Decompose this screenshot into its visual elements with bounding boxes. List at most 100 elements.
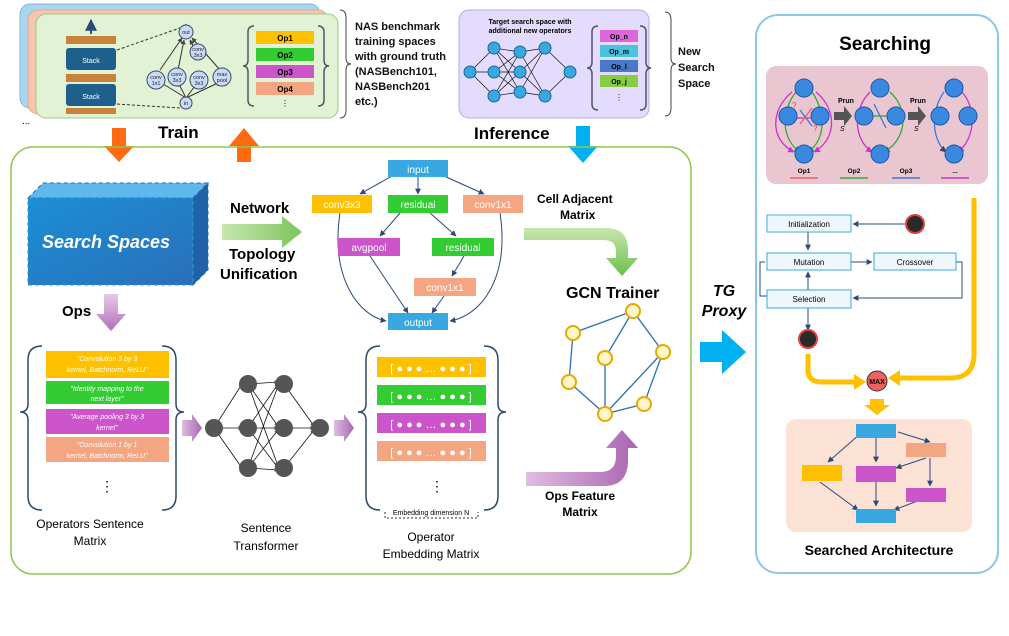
svg-text:Prun: Prun: [838, 98, 854, 105]
svg-text:Op2: Op2: [848, 168, 861, 175]
svg-text:1x1: 1x1: [152, 81, 161, 87]
svg-text:⋮: ⋮: [430, 478, 444, 494]
svg-text:Op3: Op3: [900, 168, 913, 175]
svg-text:[ ● ● ● … ● ● ● ]: [ ● ● ● … ● ● ● ]: [390, 363, 471, 375]
svg-text:Network: Network: [230, 200, 290, 217]
svg-text:"Identity mapping to the: "Identity mapping to the: [70, 386, 143, 393]
svg-text:S: S: [840, 126, 845, 133]
svg-text:3x3: 3x3: [194, 53, 203, 59]
svg-text:Unification: Unification: [220, 266, 298, 283]
svg-text:Searched Architecture: Searched Architecture: [805, 542, 954, 558]
svg-text:⋮: ⋮: [281, 99, 289, 108]
evolution-flow: Initialization Mutation Crossover Select…: [759, 214, 963, 349]
searching-panel: [755, 14, 999, 574]
operator-embedding-matrix: [ ● ● ● … ● ● ● ] [ ● ● ● … ● ● ● ] [ ● …: [357, 345, 507, 561]
svg-text:Matrix: Matrix: [562, 505, 598, 519]
max-merge: MAX: [805, 198, 977, 415]
svg-text:Op_m: Op_m: [609, 49, 629, 56]
svg-text:S: S: [914, 126, 919, 133]
ops-arrow: Ops: [62, 294, 126, 331]
svg-text:"Convolution 1 by 1: "Convolution 1 by 1: [77, 442, 138, 449]
svg-text:"Convolution 3 by 3: "Convolution 3 by 3: [77, 356, 138, 363]
topology-arrow: Network Topology Unification: [220, 200, 302, 283]
svg-text:Sentence: Sentence: [241, 521, 292, 535]
gcn-graph: [561, 303, 671, 422]
op1-chip: [256, 31, 314, 44]
svg-text:3x3: 3x3: [173, 78, 182, 84]
unified-cell-graph: input conv3x3 residual conv1x1 avgpool r…: [312, 160, 523, 330]
svg-text:etc.): etc.): [355, 96, 378, 108]
train-arrows: Train: [104, 123, 259, 162]
to-transformer-arrow: [182, 414, 202, 442]
main-panel: [10, 146, 692, 575]
svg-text:kernel": kernel": [96, 425, 118, 432]
svg-text:Stack: Stack: [82, 58, 100, 65]
cell-graph: out in conv3x3 conv1x1 conv3x3 conv3x3 m…: [146, 23, 232, 110]
svg-text:Stack: Stack: [82, 94, 100, 101]
stack-ellipsis: ...: [22, 116, 30, 127]
svg-text:?: ?: [813, 124, 818, 133]
svg-text:...: ...: [952, 168, 958, 175]
svg-text:(NASBench101,: (NASBench101,: [355, 66, 437, 78]
svg-text:NASBench201: NASBench201: [355, 81, 430, 93]
svg-text:out: out: [182, 30, 190, 36]
svg-text:next layer": next layer": [91, 396, 124, 403]
svg-text:Op4: Op4: [277, 85, 293, 94]
train-label: Train: [158, 123, 199, 142]
svg-text:[ ● ● ● … ● ● ● ]: [ ● ● ● … ● ● ● ]: [390, 419, 471, 431]
svg-text:Prun: Prun: [910, 98, 926, 105]
svg-text:conv1x1: conv1x1: [426, 283, 464, 294]
svg-text:pool: pool: [217, 78, 227, 84]
svg-text:Cell Adjacent: Cell Adjacent: [537, 192, 613, 206]
sentence-transformer: Sentence Transformer: [205, 375, 329, 553]
gcn-trainer-label: GCN Trainer: [566, 285, 659, 302]
svg-text:Matrix: Matrix: [74, 534, 107, 548]
svg-text:"Average pooling 3 by 3: "Average pooling 3 by 3: [70, 414, 144, 421]
svg-text:Ops Feature: Ops Feature: [545, 489, 615, 503]
new-search-space-panel: Target search space with additional new …: [458, 9, 652, 119]
svg-text:in: in: [184, 101, 188, 107]
svg-text:Op1: Op1: [277, 34, 293, 43]
stack-block: [66, 48, 116, 70]
svg-text:Proxy: Proxy: [702, 303, 748, 320]
svg-text:Space: Space: [678, 78, 710, 90]
nas-benchmark-group: Stack Stack out in conv3x3 conv1x1: [19, 3, 339, 127]
svg-text:Op1: Op1: [798, 168, 811, 175]
svg-text:Crossover: Crossover: [897, 258, 934, 267]
inference-arrow: Inference: [474, 124, 598, 163]
svg-text:max: max: [217, 72, 228, 78]
svg-text:⋮: ⋮: [100, 478, 114, 494]
svg-text:Op_n: Op_n: [610, 34, 628, 41]
to-embedding-arrow: [334, 414, 354, 442]
svg-text:Topology: Topology: [229, 246, 296, 263]
svg-text:conv: conv: [150, 75, 162, 81]
svg-text:⋮: ⋮: [615, 93, 623, 102]
svg-text:Operator: Operator: [407, 530, 454, 544]
new-search-space-text: New Search Space: [678, 46, 715, 90]
svg-text:[ ● ● ● … ● ● ● ]: [ ● ● ● … ● ● ● ]: [390, 447, 471, 459]
ops-feature-arrow: Ops Feature Matrix: [526, 430, 638, 519]
svg-text:Op3: Op3: [277, 68, 293, 77]
operators-sentence-matrix: "Convolution 3 by 3 kernel, Batchnorm, R…: [19, 345, 185, 548]
svg-text:training spaces: training spaces: [355, 36, 436, 48]
svg-text:kernel, Batchnorm, ReLU": kernel, Batchnorm, ReLU": [66, 453, 148, 460]
svg-text:Initialization: Initialization: [788, 220, 830, 229]
svg-text:Search Spaces: Search Spaces: [42, 232, 170, 252]
svg-text:kernel, Batchnorm, ReLU": kernel, Batchnorm, ReLU": [66, 367, 148, 374]
svg-text:avgpool: avgpool: [351, 243, 386, 254]
svg-text:conv: conv: [193, 75, 205, 81]
searching-title: Searching: [839, 34, 931, 55]
svg-text:Ops: Ops: [62, 303, 91, 320]
tg-proxy: TG Proxy: [700, 283, 747, 374]
svg-text:conv: conv: [192, 47, 204, 53]
svg-text:conv3x3: conv3x3: [323, 200, 361, 211]
svg-text:residual: residual: [400, 200, 435, 211]
pruning-panel: ? ? Prun S Prun S Op1 Op2: [766, 66, 988, 184]
svg-text:Mutation: Mutation: [794, 258, 825, 267]
inference-label: Inference: [474, 124, 550, 143]
search-spaces-cube: Search Spaces: [26, 181, 210, 287]
svg-text:conv1x1: conv1x1: [474, 200, 512, 211]
svg-text:Operators Sentence: Operators Sentence: [36, 517, 144, 531]
op4-chip: [256, 82, 314, 95]
